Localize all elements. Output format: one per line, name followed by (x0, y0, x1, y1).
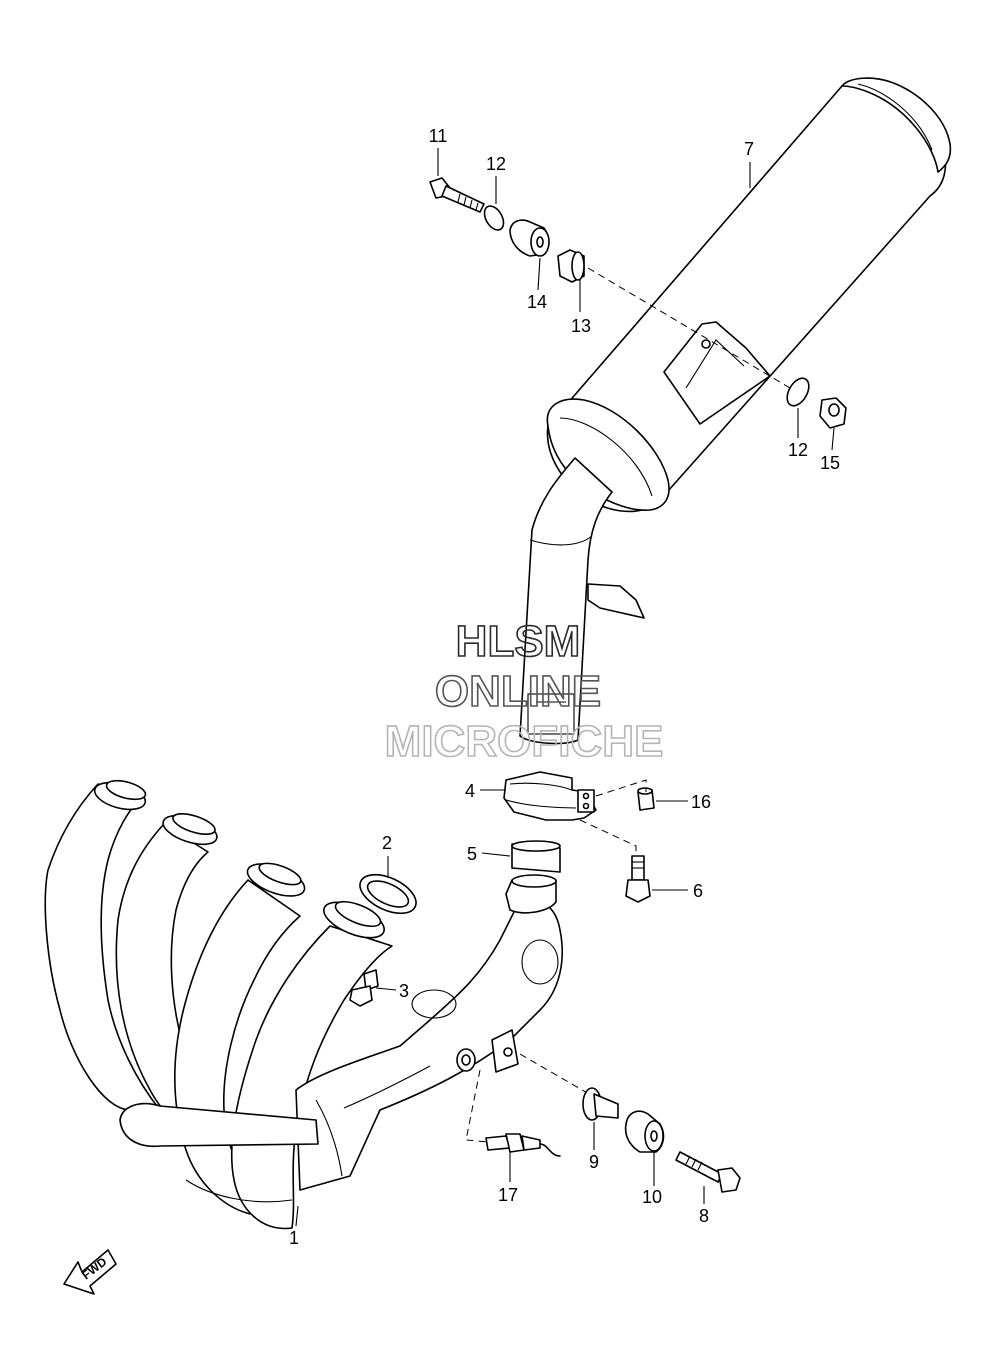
watermark-line-3: MICROFICHE (385, 717, 664, 766)
callout-12a[interactable]: 12 (486, 154, 506, 204)
callout-label-1: 1 (289, 1228, 299, 1248)
fwd-arrow-icon: FWD (63, 1249, 117, 1295)
exhaust-clamp[interactable] (503, 771, 597, 821)
assembly-line-lower (519, 1053, 597, 1099)
assembly-line-upper (587, 267, 791, 389)
callout-label-10: 10 (642, 1187, 662, 1207)
callout-4[interactable]: 4 (465, 781, 506, 801)
callout-10[interactable]: 10 (642, 1152, 662, 1207)
exhaust-header-pipe[interactable] (44, 777, 563, 1230)
watermark-line-1: HLSM (456, 617, 581, 666)
exhaust-sensor[interactable] (485, 1133, 561, 1157)
leader-line-5 (481, 852, 511, 857)
callout-11[interactable]: 11 (429, 126, 448, 176)
callout-label-15: 15 (820, 453, 840, 473)
mounting-bolt-upper[interactable] (429, 177, 485, 213)
callout-17[interactable]: 17 (498, 1152, 518, 1205)
callout-label-17: 17 (498, 1185, 518, 1205)
leader-line-1 (295, 1205, 299, 1227)
watermark: HLSM ONLINE MICROFICHE (384, 616, 664, 767)
flange-nut[interactable] (819, 397, 847, 429)
clamp-bolt[interactable] (625, 855, 651, 903)
leader-line-3 (375, 987, 397, 991)
callout-3[interactable]: 3 (375, 981, 409, 1001)
callout-label-3: 3 (399, 981, 409, 1001)
callout-label-4: 4 (465, 781, 475, 801)
callout-label-9: 9 (589, 1152, 599, 1172)
rubber-grommet-upper[interactable] (509, 219, 550, 257)
collar-upper[interactable] (557, 249, 585, 283)
callout-1[interactable]: 1 (289, 1205, 299, 1248)
callout-8[interactable]: 8 (699, 1186, 709, 1226)
washer-rear[interactable] (783, 375, 814, 410)
clamp-nut[interactable] (637, 787, 655, 811)
watermark-line-2: ONLINE (435, 667, 601, 716)
exhaust-gasket-ring[interactable] (511, 840, 561, 873)
callout-label-13: 13 (571, 316, 591, 336)
leader-line-14 (537, 257, 541, 291)
callout-12b[interactable]: 12 (788, 408, 808, 460)
callout-9[interactable]: 9 (589, 1122, 599, 1172)
assembly-line-sensor (465, 1069, 489, 1143)
callout-label-5: 5 (467, 844, 477, 864)
assembly-line-clamp-bolt (579, 819, 637, 858)
callout-label-8: 8 (699, 1206, 709, 1226)
callout-5[interactable]: 5 (467, 844, 511, 864)
callout-13[interactable]: 13 (571, 280, 591, 336)
callout-15[interactable]: 15 (820, 427, 840, 473)
callout-label-6: 6 (693, 881, 703, 901)
callout-label-16: 16 (691, 792, 711, 812)
callout-14[interactable]: 14 (527, 257, 547, 312)
collar-lower[interactable] (582, 1087, 619, 1121)
leader-line-15 (831, 427, 835, 451)
muffler[interactable] (519, 77, 952, 745)
callout-label-12b: 12 (788, 440, 808, 460)
callout-label-12a: 12 (486, 154, 506, 174)
callout-7[interactable]: 7 (744, 139, 754, 188)
assembly-line-clamp-nut (595, 779, 647, 797)
callout-label-7: 7 (744, 139, 754, 159)
callout-label-11: 11 (429, 126, 448, 146)
washer-upper[interactable] (481, 203, 508, 234)
exhaust-stud-bolt[interactable] (349, 969, 379, 1007)
header-mount-bracket[interactable] (456, 1029, 519, 1073)
exhaust-flange-gasket[interactable] (354, 867, 422, 921)
mounting-bolt-lower[interactable] (675, 1151, 741, 1193)
callout-6[interactable]: 6 (652, 881, 703, 901)
callout-label-14: 14 (527, 292, 547, 312)
rubber-grommet-lower[interactable] (624, 1110, 665, 1153)
callout-2[interactable]: 2 (382, 833, 392, 878)
callout-16[interactable]: 16 (656, 792, 711, 812)
callout-label-2: 2 (382, 833, 392, 853)
